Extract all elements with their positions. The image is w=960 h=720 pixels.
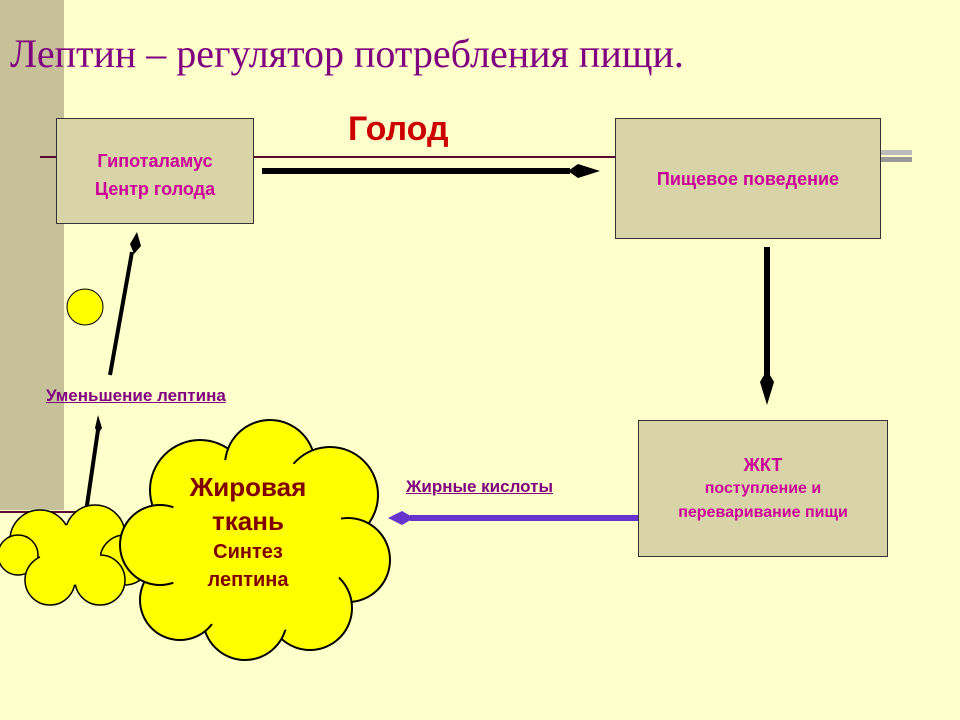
hypothalamus-box: Гипоталамус Центр голода (56, 118, 254, 224)
small-circle (66, 288, 104, 326)
hunger-center-label: Центр голода (94, 179, 216, 199)
decor-bar-right-1 (880, 150, 912, 155)
decor-bar-right-2 (880, 157, 912, 162)
git-line3: переваривание пищи (678, 504, 848, 521)
adipose-text: Жировая ткань Синтез лептина (150, 470, 346, 594)
food-behavior-label: Пищевое поведение (656, 169, 840, 189)
leptin-decrease-label: Уменьшение лептина (46, 386, 226, 405)
adipose-line3: Синтез (213, 541, 283, 563)
git-box: ЖКТ поступление и переваривание пищи (638, 420, 888, 557)
adipose-line4: лептина (207, 569, 289, 591)
fatty-acids-label: Жирные кислоты (406, 477, 553, 496)
git-line2: поступление и (704, 480, 822, 497)
adipose-line1: Жировая (189, 472, 307, 502)
food-behavior-box: Пищевое поведение (615, 118, 881, 239)
hunger-label: Голод (348, 110, 449, 148)
food-to-git-arrow (760, 247, 774, 405)
git-title: ЖКТ (743, 455, 783, 475)
left-decor-band (0, 0, 64, 510)
adipose-line2: ткань (212, 506, 284, 536)
hypothalamus-label: Гипоталамус (97, 151, 213, 171)
fatty-acids-arrow (388, 511, 638, 525)
hunger-arrow (262, 164, 600, 178)
leptin-arrow (84, 232, 141, 513)
adipose-cloud (119, 419, 391, 661)
page-title: Лептин – регулятор потребления пищи. (10, 31, 684, 76)
